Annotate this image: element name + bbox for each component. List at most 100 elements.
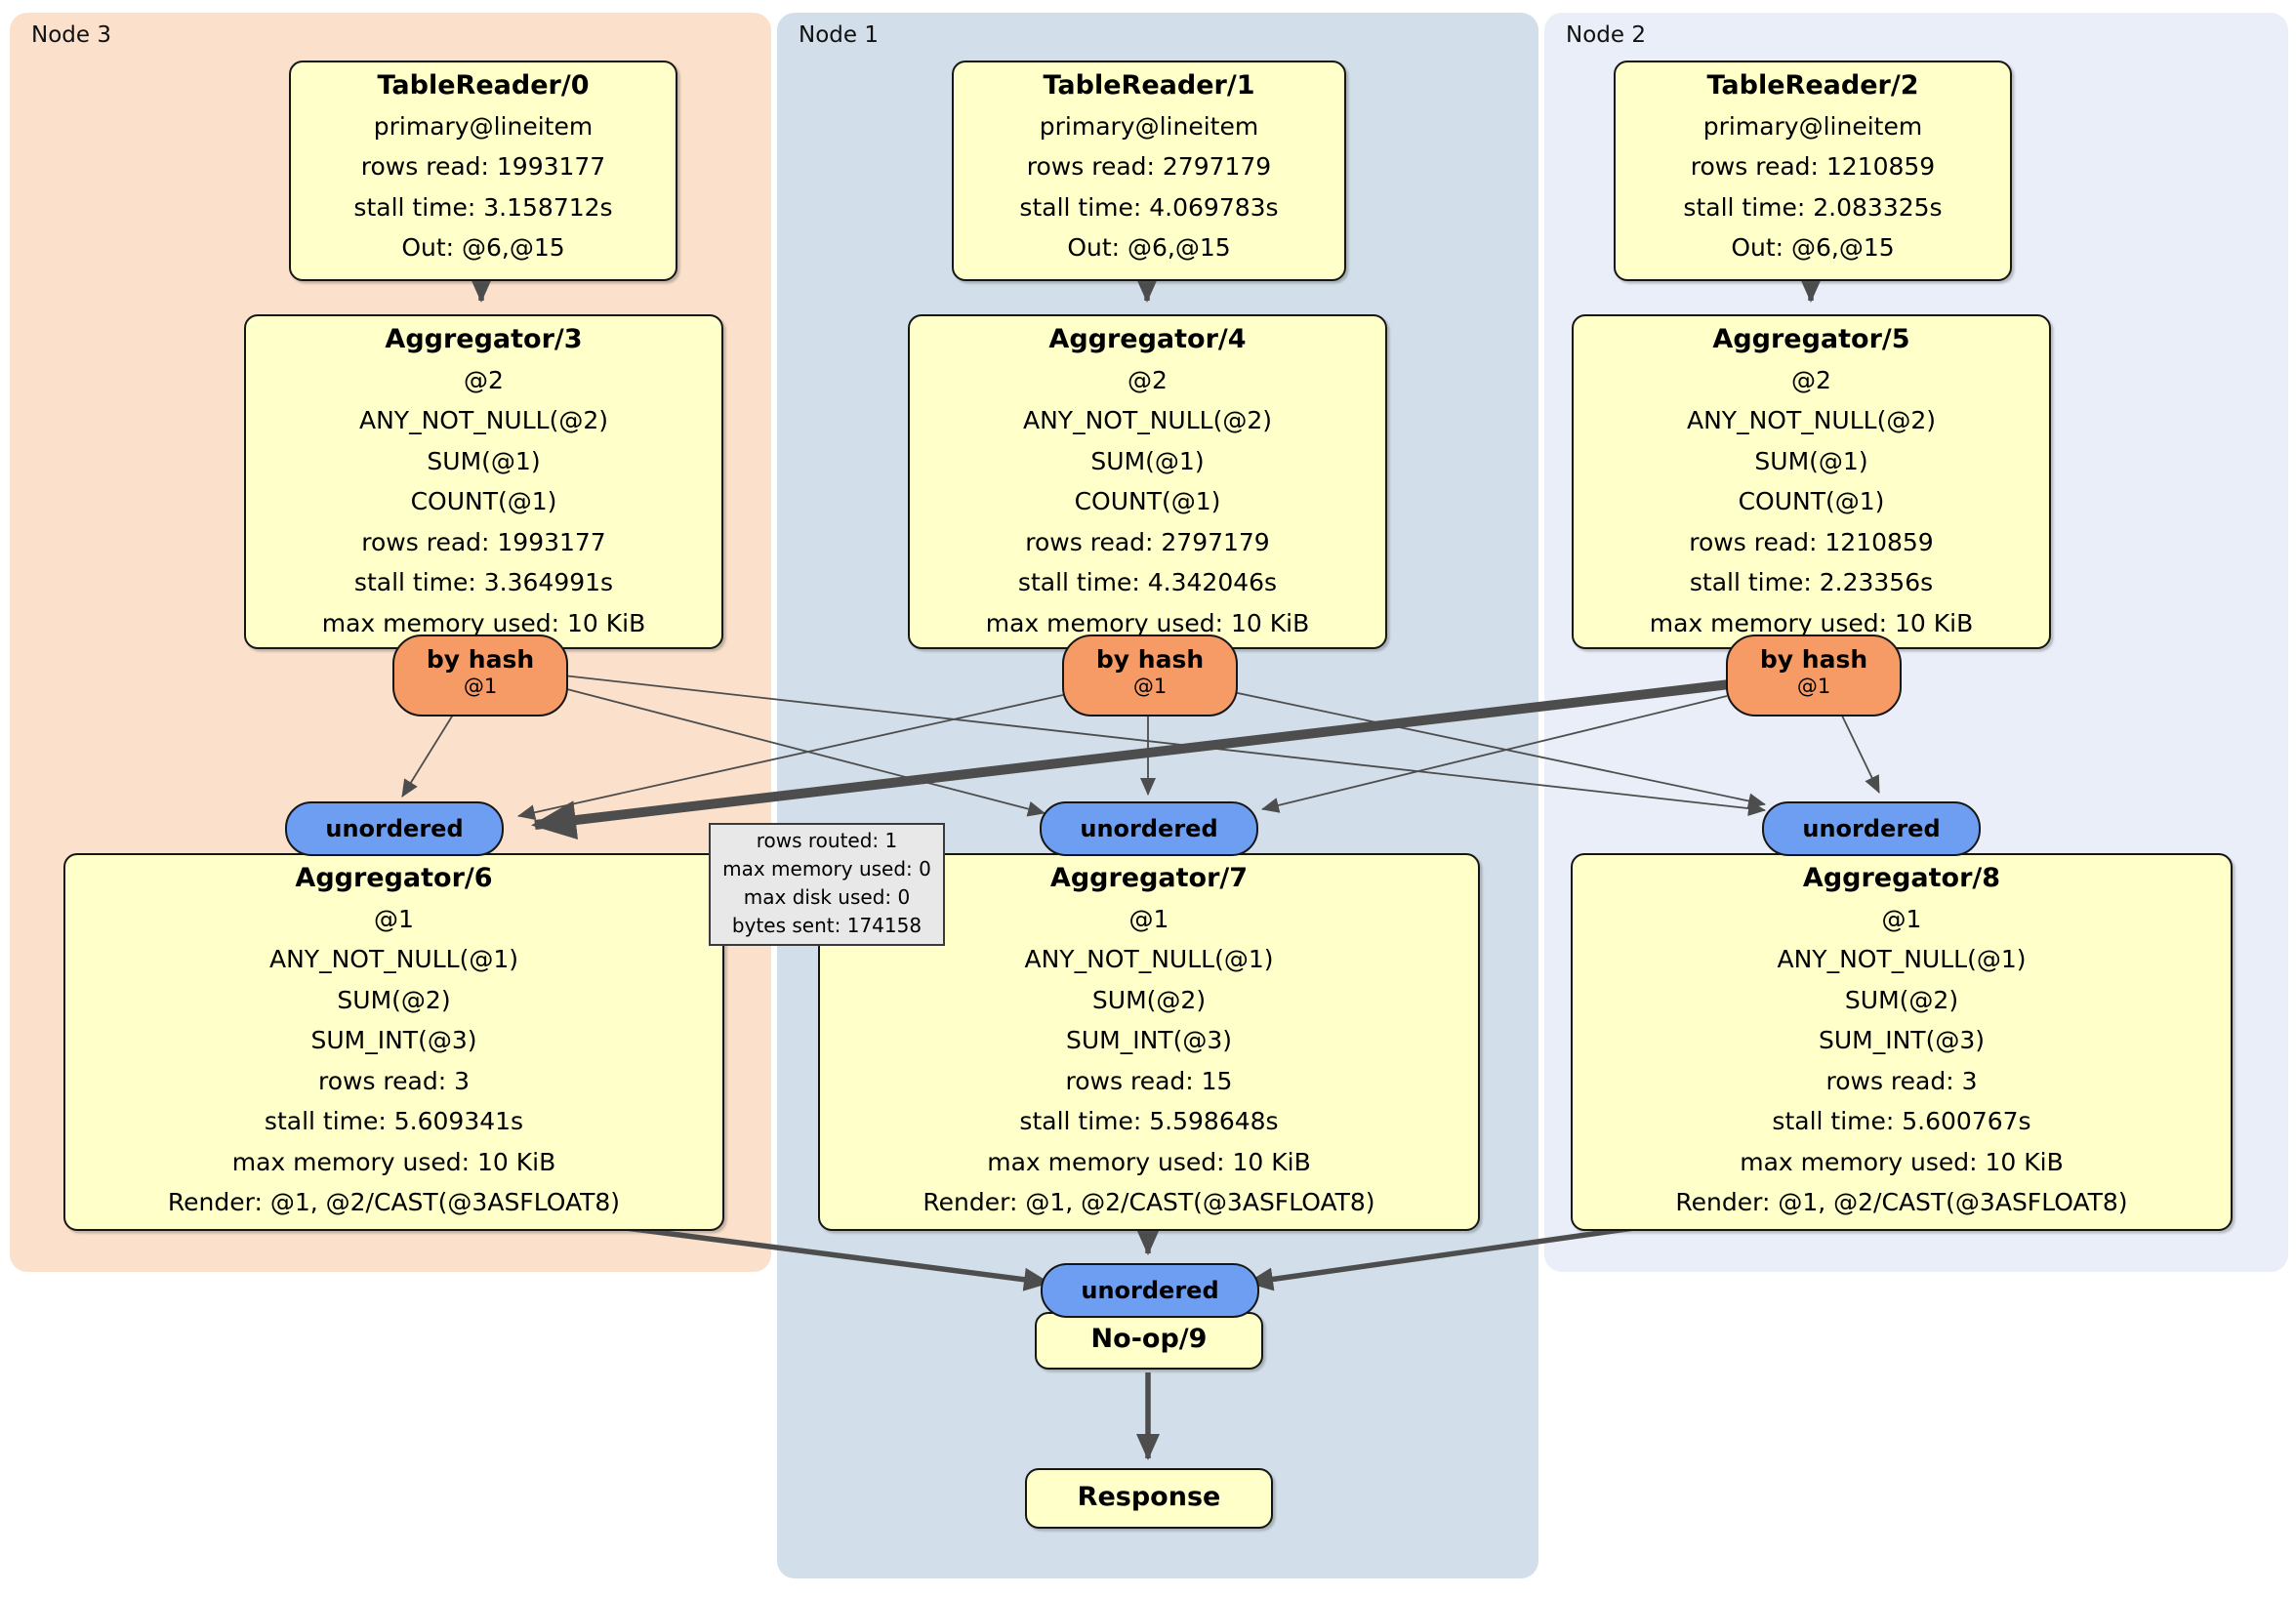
node-line: rows read: 1210859 bbox=[1690, 152, 1936, 181]
node-title: Aggregator/6 bbox=[295, 863, 493, 893]
node-line: primary@lineitem bbox=[1039, 111, 1259, 141]
router-column: @1 bbox=[1796, 675, 1831, 698]
router-label: by hash bbox=[426, 645, 535, 674]
node-line: stall time: 4.342046s bbox=[1017, 568, 1278, 596]
node-line: stall time: 2.083325s bbox=[1683, 192, 1943, 222]
node-line: rows read: 3 bbox=[1825, 1066, 1978, 1095]
node-line: max memory used: 10 KiB bbox=[1649, 608, 1974, 637]
edge-hash5-sync8[interactable] bbox=[1840, 713, 1880, 794]
node-line: COUNT(@1) bbox=[1074, 487, 1221, 515]
node-title: Aggregator/8 bbox=[1802, 863, 2001, 893]
node-line: rows read: 1993177 bbox=[360, 152, 606, 181]
sync-unordered-6[interactable]: unordered bbox=[285, 801, 504, 856]
node-title: TableReader/2 bbox=[1706, 70, 1919, 101]
node-line: max memory used: 10 KiB bbox=[985, 608, 1310, 637]
node-line: SUM(@2) bbox=[1844, 985, 1959, 1014]
tooltip-line: max disk used: 0 bbox=[743, 885, 911, 909]
node-aggregator-5[interactable]: Aggregator/5 @2 ANY_NOT_NULL(@2) SUM(@1)… bbox=[1572, 314, 2051, 649]
node-line: rows read: 3 bbox=[317, 1066, 471, 1095]
edge-hash4-sync6[interactable] bbox=[517, 694, 1064, 821]
tooltip-line: rows routed: 1 bbox=[756, 829, 898, 852]
tooltip-line: bytes sent: 174158 bbox=[731, 914, 922, 937]
sync-unordered-9[interactable]: unordered bbox=[1041, 1263, 1259, 1318]
node-noop-9[interactable]: No-op/9 bbox=[1035, 1312, 1263, 1370]
node-line: ANY_NOT_NULL(@2) bbox=[359, 406, 608, 434]
node-line: @2 bbox=[1791, 365, 1831, 394]
edge-agg6-sync9[interactable] bbox=[602, 1222, 1050, 1291]
node-line: max memory used: 10 KiB bbox=[987, 1147, 1311, 1176]
node-line: Render: @1, @2/CAST(@3ASFLOAT8) bbox=[167, 1188, 621, 1216]
node-line: @2 bbox=[464, 365, 504, 394]
node-line: @1 bbox=[1881, 904, 1922, 933]
node-line: ANY_NOT_NULL(@2) bbox=[1023, 406, 1272, 434]
node-title: TableReader/0 bbox=[377, 70, 590, 101]
edge-hash3-sync8[interactable] bbox=[562, 675, 1766, 817]
sync-label: unordered bbox=[1802, 815, 1941, 842]
node-aggregator-4[interactable]: Aggregator/4 @2 ANY_NOT_NULL(@2) SUM(@1)… bbox=[908, 314, 1387, 649]
node-line: stall time: 4.069783s bbox=[1019, 192, 1279, 222]
node-tablereader-2[interactable]: TableReader/2 primary@lineitem rows read… bbox=[1614, 61, 2012, 281]
node-line: Out: @6,@15 bbox=[1067, 233, 1231, 262]
router-by-hash-5[interactable]: by hash @1 bbox=[1726, 635, 1902, 717]
node-aggregator-3[interactable]: Aggregator/3 @2 ANY_NOT_NULL(@2) SUM(@1)… bbox=[244, 314, 723, 649]
node-title: No-op/9 bbox=[1090, 1324, 1208, 1354]
node-tablereader-1[interactable]: TableReader/1 primary@lineitem rows read… bbox=[952, 61, 1346, 281]
panel-node-3-label: Node 3 bbox=[31, 22, 111, 48]
node-title: Aggregator/4 bbox=[1048, 324, 1247, 354]
node-line: stall time: 2.23356s bbox=[1689, 568, 1934, 596]
edge-hash3-sync6[interactable] bbox=[401, 711, 456, 798]
sync-unordered-8[interactable]: unordered bbox=[1762, 801, 1981, 856]
router-by-hash-3[interactable]: by hash @1 bbox=[392, 635, 568, 717]
node-line: COUNT(@1) bbox=[1738, 487, 1885, 515]
node-line: stall time: 3.364991s bbox=[353, 568, 614, 596]
edge-hash4-sync8[interactable] bbox=[1232, 691, 1766, 809]
tooltip-line: max memory used: 0 bbox=[722, 857, 931, 880]
node-line: rows read: 1210859 bbox=[1689, 527, 1934, 556]
sync-unordered-7[interactable]: unordered bbox=[1040, 801, 1258, 856]
node-line: ANY_NOT_NULL(@1) bbox=[1777, 945, 2027, 973]
node-aggregator-6[interactable]: Aggregator/6 @1 ANY_NOT_NULL(@1) SUM(@2)… bbox=[63, 853, 724, 1231]
node-line: max memory used: 10 KiB bbox=[231, 1147, 556, 1176]
node-line: rows read: 2797179 bbox=[1025, 527, 1270, 556]
node-response[interactable]: Response bbox=[1025, 1468, 1273, 1529]
sync-label: unordered bbox=[325, 815, 464, 842]
node-line: SUM_INT(@3) bbox=[1066, 1026, 1232, 1054]
node-title: Response bbox=[1077, 1482, 1221, 1512]
edge-hash5-sync7[interactable] bbox=[1261, 695, 1728, 813]
panel-node-1-label: Node 1 bbox=[799, 22, 879, 48]
node-line: @1 bbox=[1128, 904, 1169, 933]
node-line: rows read: 15 bbox=[1065, 1066, 1233, 1095]
node-line: @1 bbox=[374, 904, 414, 933]
node-line: primary@lineitem bbox=[1702, 111, 1923, 141]
sync-label: unordered bbox=[1081, 1277, 1219, 1304]
node-title: Aggregator/7 bbox=[1049, 863, 1249, 893]
node-title: Aggregator/3 bbox=[385, 324, 583, 354]
node-line: ANY_NOT_NULL(@2) bbox=[1687, 406, 1936, 434]
router-label: by hash bbox=[1095, 645, 1205, 674]
node-line: max memory used: 10 KiB bbox=[1740, 1147, 2064, 1176]
panel-node-2-label: Node 2 bbox=[1566, 22, 1646, 48]
router-column: @1 bbox=[1132, 675, 1168, 698]
node-line: SUM(@2) bbox=[1091, 985, 1207, 1014]
node-line: Render: @1, @2/CAST(@3ASFLOAT8) bbox=[922, 1188, 1375, 1216]
node-line: rows read: 2797179 bbox=[1026, 152, 1272, 181]
node-line: SUM(@1) bbox=[1754, 446, 1868, 475]
edge-agg8-sync9[interactable] bbox=[1247, 1222, 1656, 1291]
sync-label: unordered bbox=[1080, 815, 1218, 842]
router-by-hash-4[interactable]: by hash @1 bbox=[1062, 635, 1238, 717]
edge-hash5-sync6-hovered[interactable] bbox=[531, 679, 1731, 839]
node-line: ANY_NOT_NULL(@1) bbox=[1024, 945, 1274, 973]
node-line: max memory used: 10 KiB bbox=[321, 608, 646, 637]
edge-hash3-sync7[interactable] bbox=[562, 687, 1046, 817]
node-line: SUM(@1) bbox=[1090, 446, 1205, 475]
node-tablereader-0[interactable]: TableReader/0 primary@lineitem rows read… bbox=[289, 61, 677, 281]
node-line: Out: @6,@15 bbox=[401, 233, 565, 262]
node-line: stall time: 5.600767s bbox=[1772, 1107, 2031, 1135]
node-title: TableReader/1 bbox=[1043, 70, 1255, 101]
node-line: SUM(@1) bbox=[427, 446, 541, 475]
node-line: stall time: 5.609341s bbox=[264, 1107, 524, 1135]
node-line: stall time: 3.158712s bbox=[353, 192, 613, 222]
node-aggregator-8[interactable]: Aggregator/8 @1 ANY_NOT_NULL(@1) SUM(@2)… bbox=[1571, 853, 2233, 1231]
node-line: SUM_INT(@3) bbox=[310, 1026, 477, 1054]
